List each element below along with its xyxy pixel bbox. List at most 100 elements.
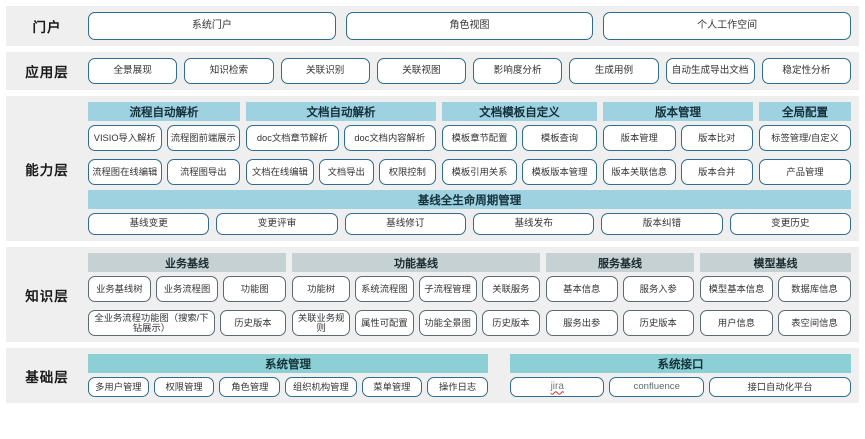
cap-3-1-1[interactable]: 版本合并 xyxy=(680,159,753,185)
portal-item-system[interactable]: 系统门户 xyxy=(88,12,336,40)
base-1-item-api-platform[interactable]: 接口自动化平台 xyxy=(708,377,852,397)
base-group-system-interface: 系统接口 jira confluence 接口自动化平台 xyxy=(510,354,852,397)
cap-1-0-0[interactable]: doc文档章节解析 xyxy=(246,125,339,151)
cap-4-1-0[interactable]: 产品管理 xyxy=(759,159,851,185)
capability-groups: 流程自动解析 VISIO导入解析流程图前端展示 流程图在线编辑流程图导出 文档自… xyxy=(88,102,851,185)
cap-0-0-1[interactable]: 流程图前端展示 xyxy=(166,125,240,151)
jira-logo: jira xyxy=(550,381,564,393)
app-item-5[interactable]: 生成用例 xyxy=(569,58,659,84)
base-0-item-2[interactable]: 角色管理 xyxy=(219,377,281,397)
cap-2-1-1[interactable]: 模板版本管理 xyxy=(522,159,597,185)
kn-0-0-0[interactable]: 业务基线树 xyxy=(88,276,151,302)
kn-group-title-3: 模型基线 xyxy=(700,253,851,272)
layer-label-portal: 门户 xyxy=(6,6,88,46)
layer-label-base: 基础层 xyxy=(6,348,88,403)
app-item-2[interactable]: 关联识别 xyxy=(280,58,370,84)
lifecycle-item-1[interactable]: 变更评审 xyxy=(216,213,338,235)
layer-row-knowledge: 知识层 业务基线 业务基线树 业务流程图 功能图 全业务流程功能图（搜索/下钻展… xyxy=(6,247,859,342)
layer-row-capability: 能力层 流程自动解析 VISIO导入解析流程图前端展示 流程图在线编辑流程图导出… xyxy=(6,96,859,241)
baseline-lifecycle-title: 基线全生命周期管理 xyxy=(88,190,851,209)
cap-3-0-0[interactable]: 版本管理 xyxy=(603,125,676,151)
knowledge-groups: 业务基线 业务基线树 业务流程图 功能图 全业务流程功能图（搜索/下钻展示） 历… xyxy=(88,253,851,336)
kn-1-0-0[interactable]: 功能树 xyxy=(292,276,351,302)
baseline-lifecycle: 基线全生命周期管理 基线变更 变更评审 基线修订 基线发布 版本纠错 变更历史 xyxy=(88,190,851,235)
cap-group-global-config: 全局配置 标签管理/自定义 产品管理 xyxy=(759,102,851,185)
base-0-item-1[interactable]: 权限管理 xyxy=(153,377,215,397)
layer-label-application: 应用层 xyxy=(6,52,88,90)
kn-1-0-2[interactable]: 子流程管理 xyxy=(418,276,477,302)
lifecycle-item-3[interactable]: 基线发布 xyxy=(472,213,595,235)
kn-group-business-baseline: 业务基线 业务基线树 业务流程图 功能图 全业务流程功能图（搜索/下钻展示） 历… xyxy=(88,253,287,336)
app-item-6[interactable]: 自动生成导出文档 xyxy=(665,58,755,84)
kn-0-0-1[interactable]: 业务流程图 xyxy=(155,276,219,302)
kn-2-0-0[interactable]: 基本信息 xyxy=(546,276,618,302)
baseline-lifecycle-items: 基线变更 变更评审 基线修订 基线发布 版本纠错 变更历史 xyxy=(88,213,851,235)
kn-0-1-1[interactable]: 历史版本 xyxy=(219,310,286,336)
kn-3-1-1[interactable]: 表空间信息 xyxy=(778,310,851,336)
layer-label-capability: 能力层 xyxy=(6,96,88,241)
cap-3-0-1[interactable]: 版本比对 xyxy=(680,125,753,151)
kn-0-0-2[interactable]: 功能图 xyxy=(223,276,287,302)
kn-3-1-0[interactable]: 用户信息 xyxy=(700,310,773,336)
cap-1-0-1[interactable]: doc文档内容解析 xyxy=(343,125,436,151)
cap-2-0-1[interactable]: 模板查询 xyxy=(522,125,597,151)
base-0-item-3[interactable]: 组织机构管理 xyxy=(285,377,357,397)
cap-2-0-0[interactable]: 模板章节配置 xyxy=(442,125,517,151)
cap-group-doc-template: 文档模板自定义 模板章节配置模板查询 模板引用关系模板版本管理 xyxy=(442,102,597,185)
cap-group-title-1: 文档自动解析 xyxy=(246,102,436,121)
cap-1-1-1[interactable]: 文档导出 xyxy=(318,159,374,185)
app-item-0[interactable]: 全景展现 xyxy=(88,58,178,84)
cap-1-1-0[interactable]: 文档在线编辑 xyxy=(246,159,314,185)
kn-group-model-baseline: 模型基线 模型基本信息 数据库信息 用户信息 表空间信息 xyxy=(700,253,851,336)
kn-3-0-1[interactable]: 数据库信息 xyxy=(778,276,851,302)
kn-2-0-1[interactable]: 服务入参 xyxy=(622,276,694,302)
lifecycle-item-0[interactable]: 基线变更 xyxy=(88,213,210,235)
cap-0-1-0[interactable]: 流程图在线编辑 xyxy=(88,159,162,185)
kn-1-0-1[interactable]: 系统流程图 xyxy=(355,276,414,302)
layer-row-application: 应用层 全景展现 知识检索 关联识别 关联视图 影响度分析 生成用例 自动生成导… xyxy=(6,52,859,90)
architecture-diagram: 门户 系统门户 角色视图 个人工作空间 应用层 全景展现 知识检索 关联识别 关… xyxy=(0,6,865,439)
base-group-title-1: 系统接口 xyxy=(510,354,851,373)
kn-2-1-1[interactable]: 历史版本 xyxy=(622,310,694,336)
kn-group-title-1: 功能基线 xyxy=(292,253,540,272)
portal-items: 系统门户 角色视图 个人工作空间 xyxy=(88,12,852,40)
kn-1-0-3[interactable]: 关联服务 xyxy=(481,276,540,302)
kn-3-0-0[interactable]: 模型基本信息 xyxy=(700,276,773,302)
cap-group-title-2: 文档模板自定义 xyxy=(442,102,597,121)
kn-group-service-baseline: 服务基线 基本信息 服务入参 服务出参 历史版本 xyxy=(546,253,694,336)
kn-1-1-1[interactable]: 属性可配置 xyxy=(355,310,414,336)
app-item-3[interactable]: 关联视图 xyxy=(376,58,466,84)
base-1-item-jira[interactable]: jira xyxy=(510,377,605,397)
base-group-title-0: 系统管理 xyxy=(88,354,488,373)
cap-3-1-0[interactable]: 版本关联信息 xyxy=(603,159,676,185)
cap-1-1-2[interactable]: 权限控制 xyxy=(378,159,436,185)
kn-2-1-0[interactable]: 服务出参 xyxy=(546,310,618,336)
app-item-1[interactable]: 知识检索 xyxy=(184,58,274,84)
base-0-item-0[interactable]: 多用户管理 xyxy=(88,377,149,397)
cap-group-title-3: 版本管理 xyxy=(603,102,753,121)
kn-group-title-2: 服务基线 xyxy=(546,253,694,272)
layer-label-knowledge: 知识层 xyxy=(6,247,88,342)
app-item-7[interactable]: 稳定性分析 xyxy=(761,58,851,84)
lifecycle-item-2[interactable]: 基线修订 xyxy=(344,213,466,235)
application-items: 全景展现 知识检索 关联识别 关联视图 影响度分析 生成用例 自动生成导出文档 … xyxy=(88,58,851,84)
kn-1-1-3[interactable]: 历史版本 xyxy=(481,310,540,336)
base-0-item-5[interactable]: 操作日志 xyxy=(427,377,488,397)
base-1-item-confluence[interactable]: confluence xyxy=(609,377,704,397)
app-item-4[interactable]: 影响度分析 xyxy=(473,58,563,84)
cap-0-0-0[interactable]: VISIO导入解析 xyxy=(88,125,162,151)
lifecycle-item-5[interactable]: 变更历史 xyxy=(729,213,851,235)
kn-1-1-2[interactable]: 功能全景图 xyxy=(418,310,477,336)
lifecycle-item-4[interactable]: 版本纠错 xyxy=(601,213,723,235)
cap-2-1-0[interactable]: 模板引用关系 xyxy=(442,159,517,185)
kn-1-1-0[interactable]: 关联业务规则 xyxy=(292,310,351,336)
base-0-item-4[interactable]: 菜单管理 xyxy=(361,377,423,397)
layer-row-base: 基础层 系统管理 多用户管理 权限管理 角色管理 组织机构管理 菜单管理 操作日… xyxy=(6,348,859,403)
portal-item-personal-workspace[interactable]: 个人工作空间 xyxy=(603,12,852,40)
kn-group-function-baseline: 功能基线 功能树 系统流程图 子流程管理 关联服务 关联业务规则 属性可配置 功… xyxy=(292,253,540,336)
cap-0-1-1[interactable]: 流程图导出 xyxy=(166,159,240,185)
kn-0-1-0[interactable]: 全业务流程功能图（搜索/下钻展示） xyxy=(88,310,215,336)
cap-4-0-0[interactable]: 标签管理/自定义 xyxy=(759,125,851,151)
portal-item-role-view[interactable]: 角色视图 xyxy=(345,12,594,40)
